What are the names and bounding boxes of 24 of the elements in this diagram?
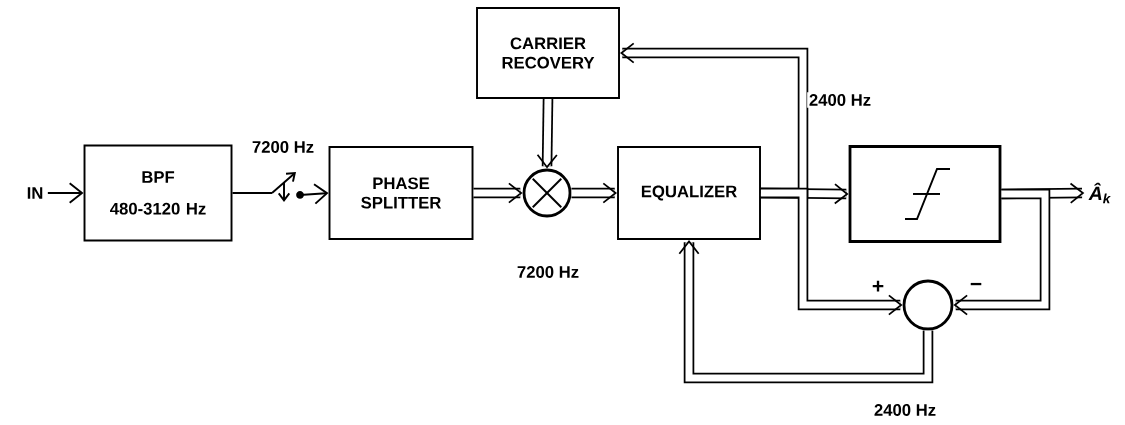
edge-label: 2400 Hz <box>807 92 873 108</box>
summing-junction <box>902 279 954 331</box>
arrow <box>953 188 1051 316</box>
frequency-label: 7200 Hz <box>517 266 579 278</box>
block-box: CARRIER RECOVERY <box>476 7 620 99</box>
multiplier-symbol <box>522 168 572 218</box>
terminal-label: IN <box>27 187 43 199</box>
arrow <box>571 182 618 204</box>
edge-label: 2400 Hz <box>872 402 938 418</box>
sign-label: − <box>970 282 982 286</box>
terminal-label: Â$_{k}$ <box>1088 182 1111 204</box>
block-box: EQUALIZER <box>617 146 761 240</box>
block-box: BPF 480-3120 Hz <box>83 144 233 242</box>
sign-label: + <box>872 280 884 292</box>
arrow <box>536 98 558 169</box>
arrow <box>473 182 523 204</box>
block-box: PHASE SPLITTER <box>328 146 474 240</box>
frequency-label: 7200 Hz <box>252 141 314 153</box>
slicer-box <box>848 145 1002 243</box>
switch-symbol <box>271 172 304 202</box>
arrow <box>299 183 329 205</box>
arrow <box>46 182 84 204</box>
arrow <box>678 239 934 384</box>
arrow <box>760 187 903 316</box>
